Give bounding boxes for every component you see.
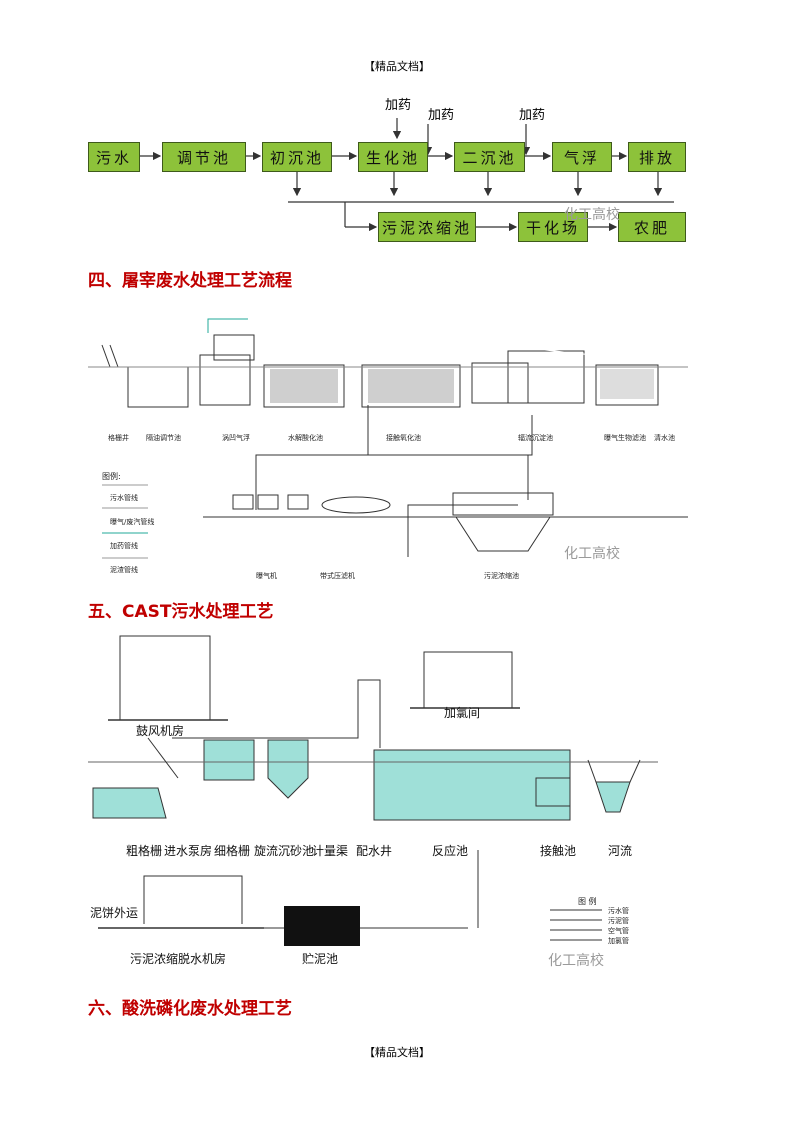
label-cavitation-flotation: 涡凹气浮 [222,434,250,442]
section-4-title: 四、屠宰废水处理工艺流程 [88,271,292,291]
box-sludge-thickener: 污泥浓缩池 [378,212,476,242]
watermark-2: 化工高校 [564,546,620,562]
flowchart-connectors [140,118,674,232]
legend-sewage-line: 污水管线 [110,494,138,502]
box-regulating-tank: 调节池 [162,142,246,172]
label-distribution-well: 配水井 [356,844,393,858]
flowchart-figure: 加药 加药 加药 污水 调节池 初沉池 生化池 二沉池 气浮 排放 污泥浓缩池 … [88,92,688,252]
label-chlorination-room: 加氯间 [444,706,481,720]
legend-title: 图例: [102,472,121,481]
label-metering-channel: 计量渠 [312,844,349,858]
page-footer: 【精品文档】 [364,1046,430,1059]
cast-diagram: 鼓风机房 加氯间 粗格栅 进水泵房 细格栅 旋流沉砂池 计量渠 配水井 反应池 … [88,628,658,970]
label-clear-water-tank: 清水池 [654,434,675,442]
section-5-title: 五、CAST污水处理工艺 [88,602,274,622]
watermark-1: 化工高校 [564,207,620,223]
legend-title: 图 例 [578,897,597,906]
slaughterhouse-diagram: 格栅井 隔油调节池 涡凹气浮 水解酸化池 接触氧化池 辐流沉淀池 曝气生物滤池 … [88,305,688,587]
label-contact-oxidation: 接触氧化池 [386,434,421,442]
dosing-label-3: 加药 [519,108,546,123]
label-screen-well: 格栅井 [108,434,129,442]
section-6-title: 六、酸洗磷化废水处理工艺 [88,999,292,1019]
legend-sludge-line: 泥渣管线 [110,566,138,574]
legend-sewage-pipe: 污水管 [608,907,629,915]
page-header: 【精品文档】 [364,60,430,73]
label-cake-transport: 泥饼外运 [90,906,139,920]
label-aerator: 曝气机 [256,572,277,580]
box-discharge: 排放 [628,142,686,172]
cast-drawing [88,635,658,946]
dosing-label-1: 加药 [385,98,412,113]
legend-aeration-line: 曝气/废汽管线 [110,518,155,526]
label-contact-tank: 接触池 [540,844,577,858]
box-biochemical-tank: 生化池 [358,142,428,172]
label-belt-press: 带式压滤机 [320,572,355,580]
legend-sludge-pipe: 污泥管 [608,917,629,925]
label-sludge-dewatering-house: 污泥浓缩脱水机房 [130,952,227,966]
dosing-label-2: 加药 [428,108,455,123]
label-vortex-grit-chamber: 旋流沉砂池 [254,844,315,858]
box-fertilizer: 农肥 [618,212,686,242]
label-reaction-tank: 反应池 [432,844,469,858]
label-inlet-pump-house: 进水泵房 [164,844,213,858]
box-drying-bed: 干化场 [518,212,588,242]
legend-air-pipe: 空气管 [608,927,629,935]
box-secondary-clarifier: 二沉池 [454,142,525,172]
label-blower-house: 鼓风机房 [136,724,185,738]
watermark-3: 化工高校 [548,953,604,969]
label-radial-clarifier: 辐流沉淀池 [518,434,553,442]
box-primary-clarifier: 初沉池 [262,142,332,172]
slaughterhouse-drawing [88,318,688,559]
label-sludge-storage-tank: 贮泥池 [302,952,339,966]
label-fine-screen: 细格栅 [214,844,251,858]
box-air-flotation: 气浮 [552,142,612,172]
label-river: 河流 [608,844,633,858]
legend-chlorine-pipe: 加氯管 [608,937,629,945]
box-sewage: 污水 [88,142,140,172]
label-baf: 曝气生物滤池 [604,434,646,442]
label-oil-separator: 隔油调节池 [146,434,181,442]
label-hydrolysis-tank: 水解酸化池 [288,434,323,442]
label-sludge-thickener: 污泥浓缩池 [484,572,519,580]
label-coarse-screen: 粗格栅 [126,844,163,858]
legend-dosing-line: 加药管线 [110,542,138,550]
